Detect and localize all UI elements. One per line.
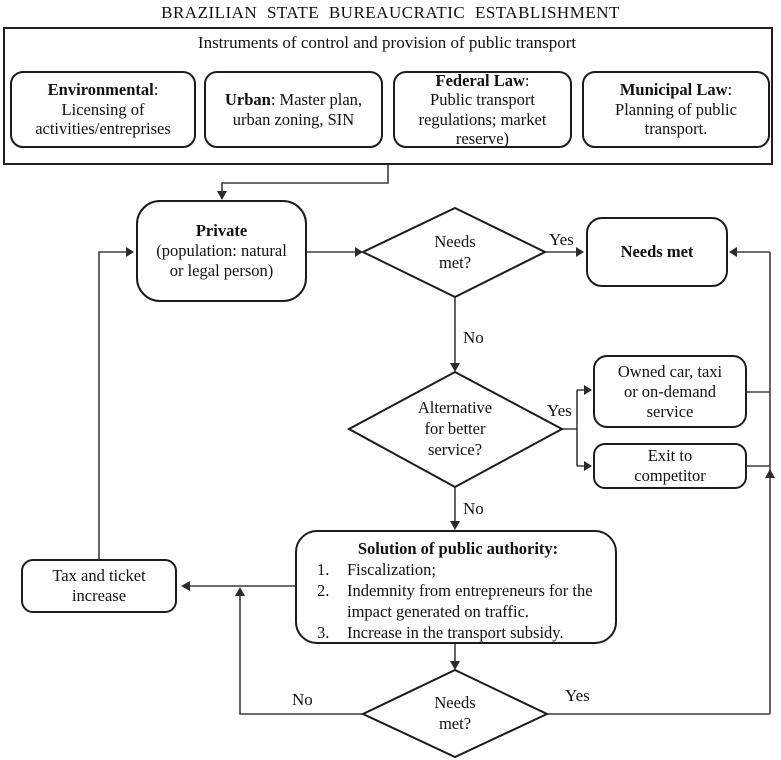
solution-item-1-number: 1. bbox=[317, 560, 330, 579]
box-urban-title: Urban bbox=[224, 90, 271, 109]
arrowhead-down-decision3 bbox=[450, 661, 460, 670]
box-urban-head-rest: : Master plan, bbox=[270, 90, 363, 109]
connector-decision2-yes-split bbox=[562, 389, 584, 467]
solution-item-2-number: 2. bbox=[317, 581, 330, 600]
box-municipal-law: Municipal Law: Planning of public transp… bbox=[582, 71, 770, 148]
arrowhead-down-solution bbox=[450, 521, 460, 530]
box-environmental-head: Environmental: bbox=[48, 80, 159, 100]
box-urban-body: urban zoning, SIN bbox=[232, 109, 355, 129]
node-owned-car: Owned car, taxi or on-demand service bbox=[593, 355, 747, 428]
node-needs-met: Needs met bbox=[586, 217, 728, 287]
node-private-body: (population: natural or legal person) bbox=[156, 241, 287, 280]
instruments-header: Instruments of control and provision of … bbox=[197, 33, 577, 52]
box-municipal-law-head: Municipal Law: bbox=[620, 80, 732, 100]
arrowhead-left-tax bbox=[181, 581, 190, 591]
arrowhead-up-merge bbox=[235, 587, 245, 596]
node-owned-car-label: Owned car, taxi or on-demand service bbox=[617, 361, 723, 421]
solution-item-2: 2. Indemnity from entrepreneurs for the … bbox=[311, 580, 605, 622]
box-federal-law: Federal Law: Public transport regulation… bbox=[393, 71, 572, 148]
box-federal-law-head-rest: : bbox=[524, 70, 530, 90]
node-private-title: Private bbox=[195, 221, 248, 240]
instruments-container bbox=[3, 27, 773, 165]
solution-item-1: 1. Fiscalization; bbox=[311, 559, 605, 580]
connector-decision3-no bbox=[239, 596, 363, 715]
connector-instruments-to-private bbox=[221, 163, 389, 191]
arrowhead-right-exit bbox=[584, 461, 592, 471]
arrowhead-right-decision1 bbox=[355, 247, 363, 257]
box-environmental-head-rest: : bbox=[153, 80, 159, 100]
box-municipal-law-title: Municipal Law bbox=[619, 80, 728, 100]
edge-label-yes-3: Yes bbox=[565, 686, 590, 705]
box-municipal-law-body: Planning of public transport. bbox=[615, 99, 737, 139]
node-tax-increase: Tax and ticket increase bbox=[21, 559, 177, 613]
box-environmental-body: Licensing of activities/entreprises bbox=[35, 99, 171, 139]
node-tax-increase-label: Tax and ticket increase bbox=[52, 566, 146, 605]
edge-label-no-2: No bbox=[463, 499, 484, 518]
arrowhead-left-needs-met bbox=[729, 247, 737, 257]
edge-label-no-3: No bbox=[292, 690, 313, 709]
box-federal-law-head: Federal Law: bbox=[436, 71, 530, 91]
decision-diamond-3 bbox=[360, 668, 550, 759]
box-urban: Urban: Master plan, urban zoning, SIN bbox=[204, 71, 383, 148]
node-solution: Solution of public authority: 1. Fiscali… bbox=[295, 530, 617, 644]
edge-label-yes-2: Yes bbox=[547, 401, 572, 420]
decision-3-label: Needs met? bbox=[434, 693, 476, 733]
edge-label-no-1: No bbox=[463, 328, 484, 347]
arrowhead-down-private bbox=[217, 191, 227, 200]
box-federal-law-title: Federal Law bbox=[435, 70, 525, 90]
decision-2-label: Alternative for better service? bbox=[417, 398, 493, 459]
arrowhead-right-owned-car bbox=[584, 385, 592, 395]
connector-tax-to-private bbox=[98, 251, 126, 559]
solution-item-3-text: Increase in the transport subsidy. bbox=[347, 623, 564, 642]
node-needs-met-label: Needs met bbox=[620, 242, 694, 261]
arrowhead-up-right-line bbox=[765, 469, 775, 478]
edge-label-yes-1: Yes bbox=[549, 230, 574, 249]
box-urban-head: Urban: Master plan, bbox=[225, 90, 362, 110]
box-environmental-title: Environmental bbox=[47, 80, 154, 100]
decision-diamond-1 bbox=[360, 206, 548, 299]
node-private: Private (population: natural or legal pe… bbox=[136, 200, 307, 302]
box-environmental: Environmental: Licensing of activities/e… bbox=[10, 71, 196, 148]
solution-item-3-number: 3. bbox=[317, 623, 330, 642]
arrowhead-right-private bbox=[126, 247, 134, 257]
box-federal-law-body: Public transport regulations; market res… bbox=[418, 90, 547, 148]
decision-1-label: Needs met? bbox=[434, 232, 476, 272]
diagram-title: BRAZILIAN STATE BUREAUCRATIC ESTABLISHME… bbox=[161, 3, 620, 22]
arrowhead-down-decision2 bbox=[450, 363, 460, 372]
solution-item-1-text: Fiscalization; bbox=[347, 560, 436, 579]
arrowhead-right-needs-met bbox=[576, 247, 584, 257]
box-municipal-law-head-rest: : bbox=[727, 80, 733, 100]
node-exit-competitor-label: Exit to competitor bbox=[634, 446, 706, 485]
node-solution-title: Solution of public authority: bbox=[357, 539, 559, 558]
solution-item-2-text: Indemnity from entrepreneurs for the imp… bbox=[347, 581, 593, 621]
solution-item-3: 3. Increase in the transport subsidy. bbox=[311, 622, 605, 643]
decision-diamond-2 bbox=[346, 370, 565, 489]
node-exit-competitor: Exit to competitor bbox=[593, 443, 747, 489]
